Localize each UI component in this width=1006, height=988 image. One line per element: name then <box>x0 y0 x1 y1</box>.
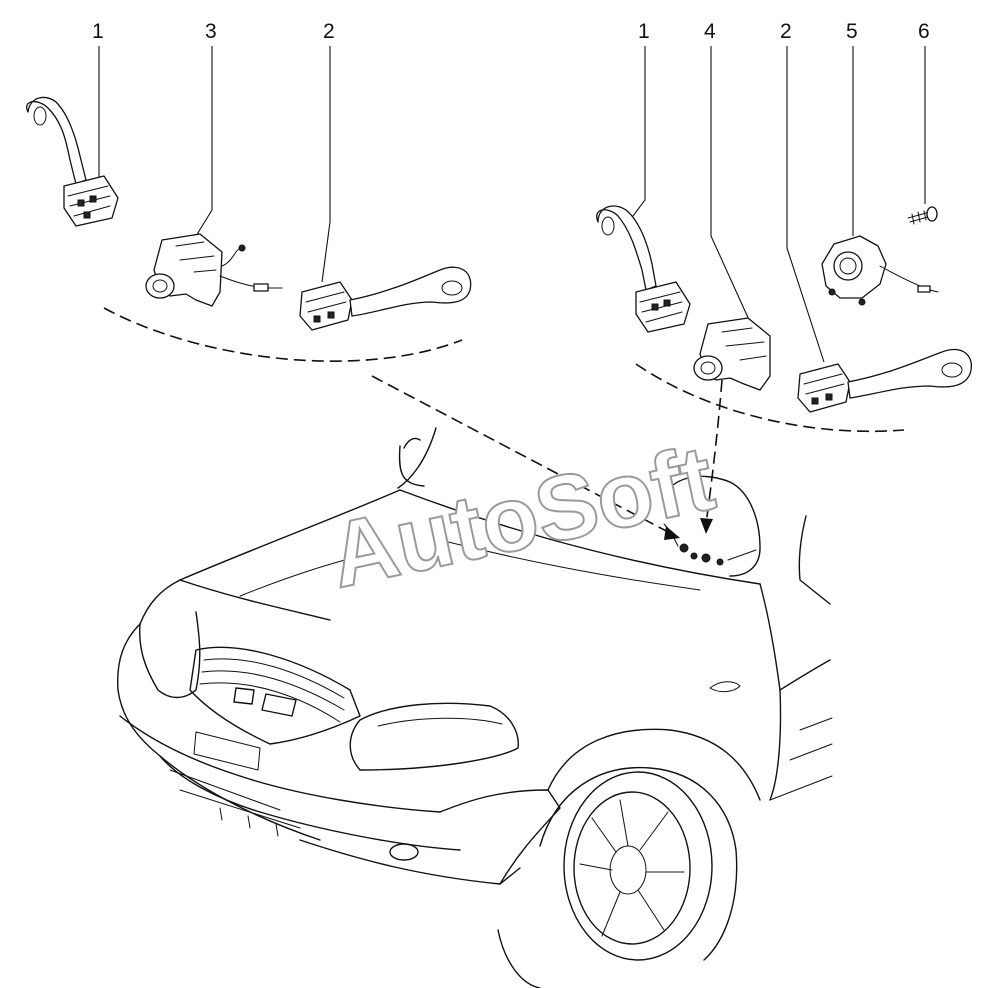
callout-right-2: 2 <box>780 20 792 43</box>
left-part-3-lock-assembly <box>145 233 283 307</box>
callout-left-3: 3 <box>205 20 217 43</box>
callout-left-1: 1 <box>92 20 104 43</box>
right-part-4-lock-assembly <box>693 317 771 391</box>
callout-right-4: 4 <box>704 20 716 43</box>
callout-left-2: 2 <box>323 20 335 43</box>
right-part-1-lever-switch <box>596 205 691 333</box>
callout-labels: 1 3 2 1 4 2 5 6 <box>92 20 930 43</box>
wheel-spokes <box>579 799 685 937</box>
right-group-arc <box>635 363 905 433</box>
right-part-6-screw <box>907 206 938 225</box>
left-part-2-wiper-switch <box>299 266 472 331</box>
leader-lines <box>98 46 926 363</box>
vehicle-front-view <box>117 427 833 988</box>
left-group-arc <box>103 307 463 362</box>
right-part-2-wiper-switch <box>797 348 972 413</box>
callout-right-1: 1 <box>638 20 650 43</box>
right-part-5-clock-spring <box>821 235 939 306</box>
install-location-parts <box>663 523 757 566</box>
callout-right-6: 6 <box>918 20 930 43</box>
callout-right-5: 5 <box>846 20 858 43</box>
left-part-1-lever-switch <box>26 96 119 227</box>
